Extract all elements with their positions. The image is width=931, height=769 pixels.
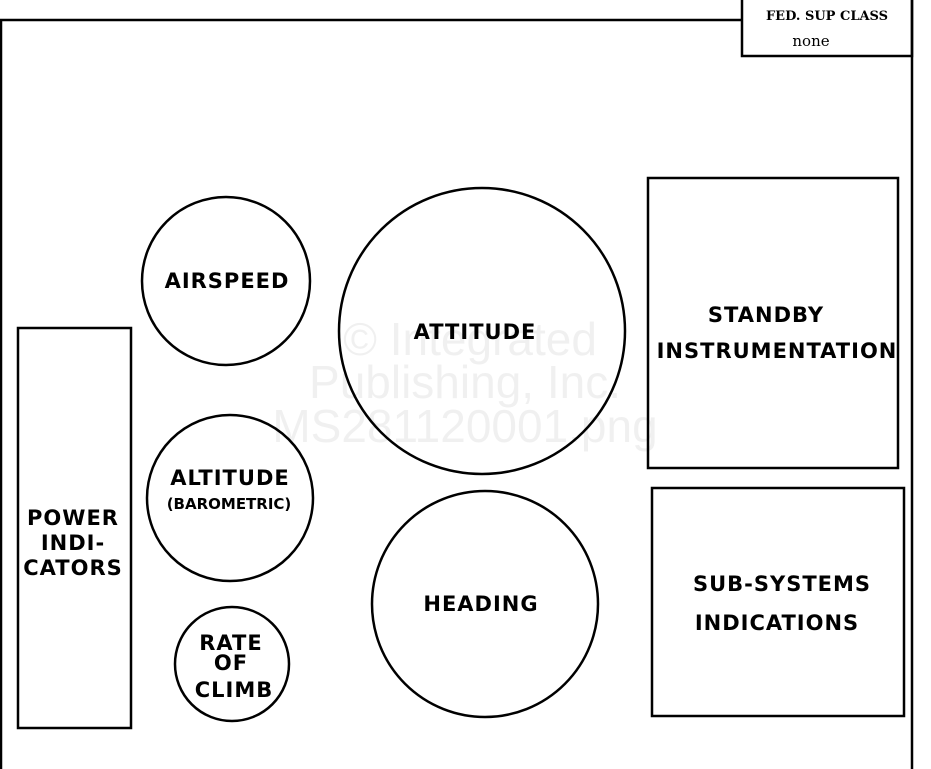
altitude-indicator: ALTITUDE (BAROMETRIC) — [145, 413, 315, 583]
classification-box: FED. SUP CLASS none — [740, 0, 914, 58]
label: MS281120001.png — [272, 400, 657, 452]
label: OF — [214, 651, 248, 675]
label: ATTITUDE — [414, 320, 537, 344]
attitude-indicator: ATTITUDE — [337, 186, 627, 476]
label: Publishing, Inc. — [309, 356, 621, 408]
label: HEADING — [423, 592, 538, 616]
label: STANDBY — [708, 303, 824, 327]
airspeed-indicator: AIRSPEED — [140, 195, 312, 367]
label: INDI- — [41, 531, 105, 555]
rate-of-climb-indicator: RATE OF CLIMB — [173, 605, 291, 723]
label: AIRSPEED — [165, 269, 290, 293]
label: ALTITUDE — [170, 466, 289, 490]
label: CATORS — [23, 556, 123, 580]
label: RATE — [199, 631, 262, 655]
label: CLIMB — [195, 678, 274, 702]
label: SUB-SYSTEMS — [693, 572, 871, 596]
label: © Integrated — [343, 313, 597, 365]
subsystems-indications: SUB-SYSTEMS INDICATIONS — [650, 486, 906, 718]
heading-indicator: HEADING — [370, 489, 600, 719]
label: INDICATIONS — [695, 611, 859, 635]
watermark: © Integrated Publishing, Inc. MS28112000… — [272, 313, 657, 452]
label: (BAROMETRIC) — [167, 495, 292, 513]
label: INSTRUMENTATION — [657, 339, 898, 363]
classification-title: FED. SUP CLASS — [766, 9, 888, 24]
classification-value: none — [792, 32, 829, 50]
standby-instrumentation: STANDBY INSTRUMENTATION — [646, 176, 900, 470]
label: POWER — [27, 506, 119, 530]
power-indicators: POWER INDI- CATORS — [16, 326, 133, 730]
